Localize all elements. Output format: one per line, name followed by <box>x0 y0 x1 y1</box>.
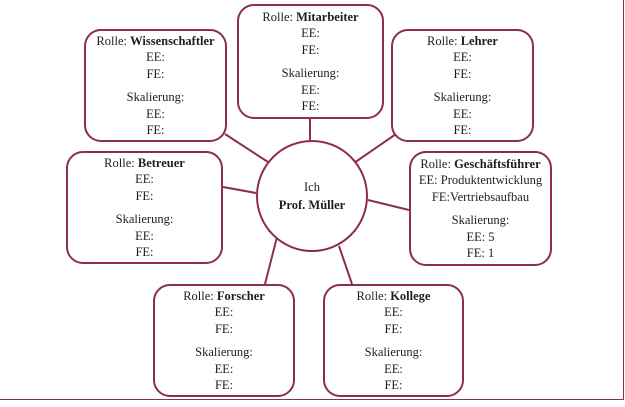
scaling-fe: FE: <box>384 378 403 392</box>
connector-lehrer <box>353 133 397 164</box>
scaling-label: Skalierung: <box>433 90 492 104</box>
scaling-ee: EE: <box>214 361 234 376</box>
scaling-ee: EE: <box>301 82 320 97</box>
connector-forscher <box>264 236 278 285</box>
role-fe: FE:Vertriebsaufbau <box>431 189 530 204</box>
scaling-ee: EE: <box>384 361 403 376</box>
scaling-ee: EE: 5 <box>466 229 495 244</box>
role-ee: EE: <box>214 305 234 319</box>
role-box-geschaeftsfuehrer: Rolle: Geschäftsführer EE: Produktentwic… <box>409 151 552 266</box>
role-title: Rolle: Lehrer <box>427 33 498 48</box>
role-box-lehrer: Rolle: Lehrer EE: FE: Skalierung: EE: FE… <box>391 29 534 142</box>
role-fe: FE: <box>453 66 472 81</box>
role-box-betreuer: Rolle: Betreuer EE: FE: Skalierung: EE: … <box>66 151 223 264</box>
scaling-fe: FE: <box>301 99 320 113</box>
role-fe: FE: <box>214 321 234 336</box>
role-ee: EE: <box>146 50 165 64</box>
scaling-label: Skalierung: <box>281 66 340 80</box>
role-ee: EE: <box>135 172 154 186</box>
connector-wissenschaftler <box>224 133 269 163</box>
role-fe: FE: <box>384 321 403 336</box>
role-fe: FE: <box>301 42 320 57</box>
scaling-label: Skalierung: <box>451 213 510 227</box>
scaling-label: Skalierung: <box>115 212 174 226</box>
role-title: Rolle: Kollege <box>356 288 431 303</box>
connector-kollege <box>338 245 353 285</box>
role-box-wissenschaftler: Rolle: Wissenschaftler EE: FE: Skalierun… <box>84 29 227 142</box>
center-name: Prof. Müller <box>278 198 346 212</box>
role-title: Rolle: Wissenschaftler <box>96 33 215 48</box>
scaling-ee: EE: <box>135 228 154 243</box>
scaling-fe: FE: <box>214 378 234 392</box>
role-title: Rolle: Betreuer <box>104 155 185 170</box>
scaling-fe: FE: <box>453 123 472 137</box>
center-label: Ich <box>304 180 320 194</box>
scaling-ee: EE: <box>146 106 165 121</box>
role-ee: EE: Produktentwicklung <box>418 173 543 187</box>
role-title: Rolle: Forscher <box>183 288 265 303</box>
role-ee: EE: <box>453 50 472 64</box>
role-box-kollege: Rolle: Kollege EE: FE: Skalierung: EE: F… <box>323 284 464 397</box>
role-ee: EE: <box>301 26 320 40</box>
role-fe: FE: <box>146 66 165 81</box>
scaling-fe: FE: <box>135 245 154 259</box>
scaling-label: Skalierung: <box>195 345 253 359</box>
role-box-mitarbeiter: Rolle: Mitarbeiter EE: FE: Skalierung: E… <box>237 4 384 119</box>
role-box-forscher: Rolle: Forscher EE: FE: Skalierung: EE: … <box>153 284 295 397</box>
scaling-label: Skalierung: <box>364 345 423 359</box>
role-title: Rolle: Mitarbeiter <box>262 9 359 24</box>
role-fe: FE: <box>135 188 154 203</box>
connector-betreuer <box>222 186 257 194</box>
scaling-label: Skalierung: <box>126 90 185 104</box>
center-node: Ich Prof. Müller <box>256 140 368 252</box>
scaling-ee: EE: <box>453 106 472 121</box>
scaling-fe: FE: 1 <box>466 246 495 260</box>
scaling-fe: FE: <box>146 123 165 137</box>
role-title: Rolle: Geschäftsführer <box>420 156 541 171</box>
role-ee: EE: <box>384 305 403 319</box>
connector-geschaeftsfuehrer <box>367 199 410 211</box>
